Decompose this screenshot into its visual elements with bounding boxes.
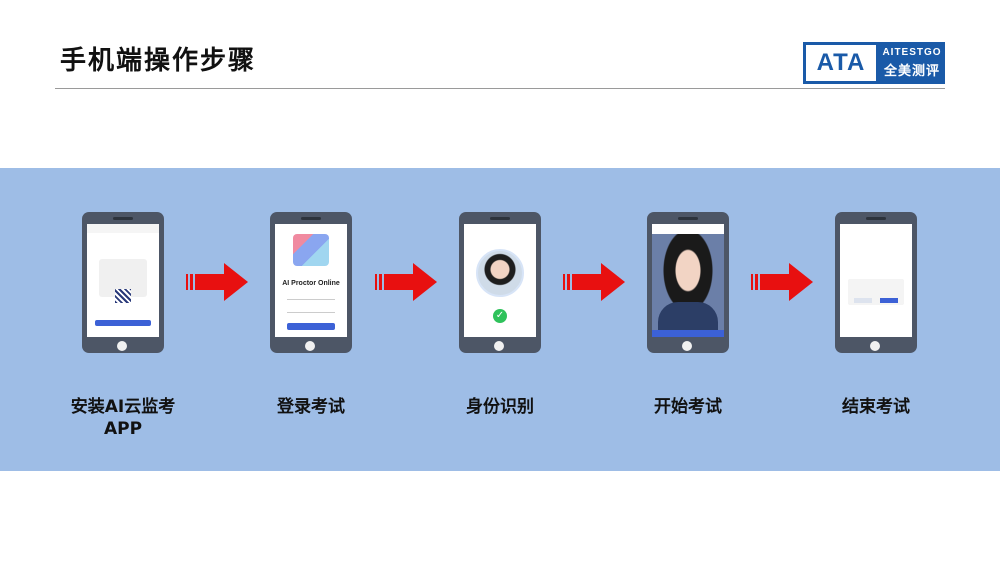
right-arrow-icon xyxy=(751,263,813,301)
phone-screen: ✓ xyxy=(464,224,536,337)
step-label-start: 开始考试 xyxy=(654,397,722,417)
phone-screen xyxy=(87,224,159,337)
phone-speaker xyxy=(490,217,510,220)
right-arrow-icon xyxy=(563,263,625,301)
home-button xyxy=(117,341,127,351)
browser-bar xyxy=(87,224,159,233)
phone-speaker xyxy=(301,217,321,220)
ata-logo: ATA AITESTGO 全美测评 xyxy=(803,42,945,84)
home-button xyxy=(494,341,504,351)
cancel-button xyxy=(854,298,872,303)
confirm-button xyxy=(880,298,898,303)
download-button xyxy=(95,320,151,326)
app-icon xyxy=(115,289,131,303)
exam-status-bar xyxy=(652,330,724,337)
page-title: 手机端操作步骤 xyxy=(60,46,257,76)
phone-speaker xyxy=(678,217,698,220)
step-label-identify: 身份识别 xyxy=(466,397,534,417)
phone-screen xyxy=(840,224,912,337)
password-field xyxy=(287,312,335,313)
step-label-line2: APP xyxy=(103,419,143,439)
phone-step-end xyxy=(835,212,917,353)
phone-screen xyxy=(652,224,724,337)
login-illustration xyxy=(293,234,329,266)
home-button xyxy=(682,341,692,351)
face-capture-circle xyxy=(476,249,524,297)
phone-step-start xyxy=(647,212,729,353)
phone-screen: AI Proctor Online xyxy=(275,224,347,337)
phone-step-login: AI Proctor Online xyxy=(270,212,352,353)
check-icon: ✓ xyxy=(493,309,507,323)
phone-speaker xyxy=(866,217,886,220)
step-label-install: 安装AI云监考 APP xyxy=(43,396,203,440)
username-field xyxy=(287,299,335,300)
phone-speaker xyxy=(113,217,133,220)
camera-preview-body xyxy=(658,302,718,330)
home-button xyxy=(870,341,880,351)
login-button xyxy=(287,323,335,330)
right-arrow-icon xyxy=(375,263,437,301)
step-label-line1: 安装AI云监考 xyxy=(70,397,176,417)
right-arrow-icon xyxy=(186,263,248,301)
step-label-login: 登录考试 xyxy=(277,397,345,417)
home-button xyxy=(305,341,315,351)
logo-main: ATA xyxy=(806,45,876,81)
phone-step-identify: ✓ xyxy=(459,212,541,353)
title-divider xyxy=(55,88,945,89)
logo-sub1: AITESTGO xyxy=(882,47,942,58)
phone-step-install xyxy=(82,212,164,353)
app-title: AI Proctor Online xyxy=(282,280,340,287)
logo-sub2: 全美测评 xyxy=(883,64,940,79)
step-label-end: 结束考试 xyxy=(842,397,910,417)
